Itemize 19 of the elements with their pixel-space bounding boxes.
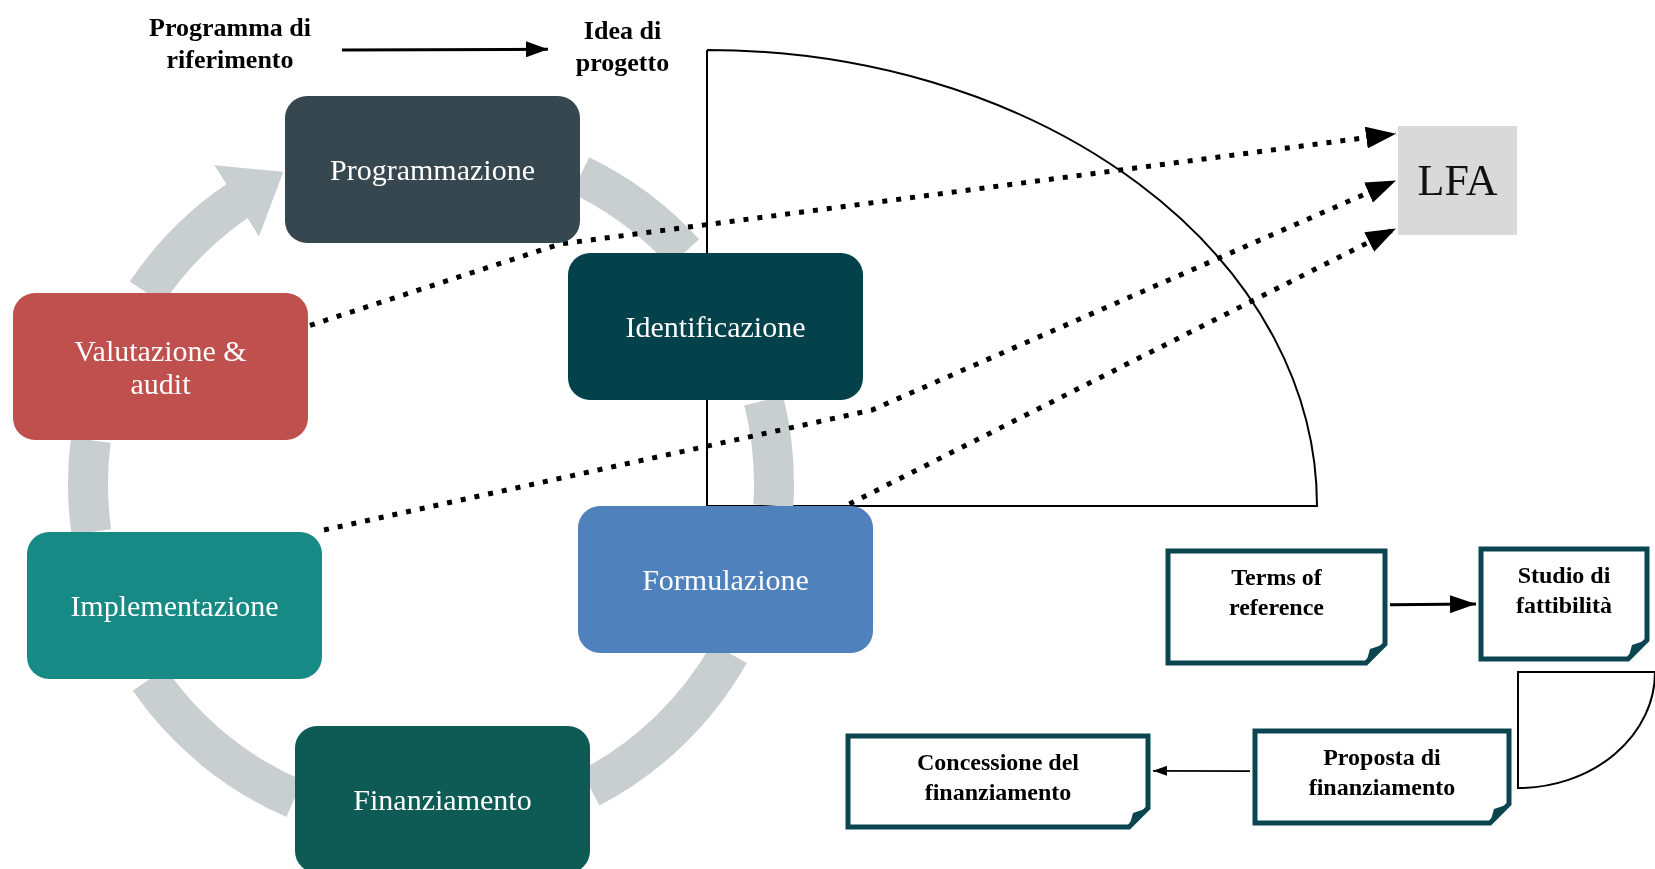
document-box: Studio di fattibilità bbox=[1478, 546, 1650, 662]
process-box: Valutazione & audit bbox=[13, 293, 308, 440]
process-box: Identificazione bbox=[568, 253, 863, 400]
process-box: Programmazione bbox=[285, 96, 580, 243]
document-box: Concessione del finanziamento bbox=[845, 733, 1151, 830]
arrow bbox=[1390, 595, 1476, 614]
document-box: Terms of reference bbox=[1165, 548, 1388, 666]
node-label: Programma di riferimento bbox=[148, 11, 312, 76]
process-box: Finanziamento bbox=[295, 726, 590, 869]
document-box: Proposta di finanziamento bbox=[1252, 728, 1512, 826]
dotted-arrow bbox=[323, 178, 1397, 533]
arrow bbox=[342, 41, 548, 58]
process-box: Implementazione bbox=[27, 532, 322, 679]
dotted-arrow bbox=[309, 126, 1397, 328]
result-box: LFA bbox=[1398, 126, 1517, 235]
process-box: Formulazione bbox=[578, 506, 873, 653]
node-label: Idea di progetto bbox=[574, 14, 671, 79]
dotted-arrow bbox=[848, 226, 1398, 507]
arrow bbox=[1152, 765, 1251, 776]
